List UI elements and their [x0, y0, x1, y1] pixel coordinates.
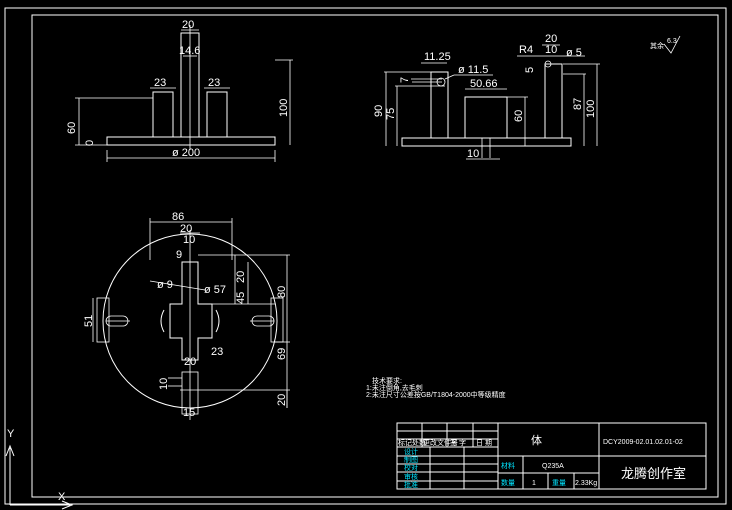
dim-20-bottom: 20 [184, 356, 196, 368]
dim-10-left: 10 [158, 378, 170, 390]
dim-10-bottom: 10 [467, 148, 479, 160]
dim-45: 45 [235, 292, 247, 304]
dim-dia11-5: ø 11.5 [458, 64, 488, 76]
dim-14-6: 14.6 [179, 45, 200, 57]
dim-69: 69 [276, 348, 288, 360]
company-name: 龙腾创作室 [621, 466, 686, 481]
dim-87: 87 [572, 98, 584, 110]
drawing-number: DCY2009-02.01.02.01-02 [603, 439, 683, 446]
dim-20-side: 20 [545, 33, 557, 45]
svg-text:审核: 审核 [404, 472, 418, 481]
dim-100-side: 100 [585, 100, 597, 118]
dim-20-lower: 20 [276, 394, 288, 406]
svg-text:日 期: 日 期 [476, 439, 492, 447]
dim-23: 23 [211, 346, 223, 358]
svg-text:批准: 批准 [404, 480, 418, 489]
surface-roughness-symbol: 其余 6.3 [650, 35, 681, 54]
svg-text:重量: 重量 [552, 479, 566, 487]
dim-7: 7 [399, 77, 411, 83]
dim-5: 5 [524, 67, 536, 73]
svg-text:2:未注尺寸公差按GB/T1804-2000中等级精度: 2:未注尺寸公差按GB/T1804-2000中等级精度 [366, 390, 506, 399]
dim-r4: R4 [519, 44, 533, 56]
dim-10-top: 10 [545, 44, 557, 56]
title-block: 标记处数 更改文件号 签 字 日 期 设计 制图 校对 审核 批准 体 DCY2… [396, 422, 707, 490]
dim-9: 9 [176, 249, 182, 261]
ucs-axis-icon: Y X [5, 428, 74, 510]
svg-text:标记处数: 标记处数 [398, 438, 426, 447]
svg-text:更改文件号: 更改文件号 [423, 438, 458, 447]
dim-80: 80 [276, 286, 288, 298]
svg-text:Y: Y [7, 428, 15, 440]
inner-frame [31, 14, 719, 498]
dim-dia9: ø 9 [157, 279, 173, 291]
svg-text:1:未注倒角,去毛刺: 1:未注倒角,去毛刺 [366, 383, 423, 392]
dim-23-left: 23 [154, 77, 166, 89]
dim-60-side: 60 [513, 110, 525, 122]
svg-text:校对: 校对 [404, 463, 418, 472]
dim-90: 90 [373, 105, 385, 117]
technical-notes: 技术要求: 1:未注倒角,去毛刺 2:未注尺寸公差按GB/T1804-2000中… [366, 376, 506, 399]
weight: 2.33Kg [575, 480, 597, 487]
svg-text:签 字: 签 字 [450, 438, 466, 447]
dim-20-top: 20 [180, 223, 192, 235]
dim-15: 15 [183, 407, 195, 419]
svg-text:X: X [58, 491, 66, 503]
svg-text:材料: 材料 [501, 461, 515, 470]
dim-50-66: 50.66 [470, 78, 498, 90]
dim-60: 60 [66, 122, 78, 134]
dim-100: 100 [278, 99, 290, 117]
side-view: 11.25 ø 11.5 50.66 20 R4 10 ø 5 5 7 90 7… [373, 33, 600, 160]
front-view: 20 14.6 23 23 60 0 100 ø 200 [66, 19, 293, 162]
quantity: 1 [532, 480, 536, 487]
part-name: 体 [531, 433, 542, 447]
dim-dia5: ø 5 [566, 47, 582, 59]
dim-20-right: 20 [235, 271, 247, 283]
svg-text:设计: 设计 [404, 447, 418, 456]
svg-text:其余: 其余 [650, 41, 664, 50]
svg-text:制图: 制图 [404, 455, 418, 464]
dim-0: 0 [84, 140, 96, 146]
dim-10-top: 10 [183, 234, 195, 246]
dim-dia200: ø 200 [172, 147, 200, 159]
dim-23-right: 23 [208, 77, 220, 89]
dim-20: 20 [182, 19, 194, 31]
dim-86: 86 [172, 211, 184, 223]
material: Q235A [542, 463, 564, 470]
dim-75: 75 [385, 108, 397, 120]
dim-51: 51 [83, 315, 95, 327]
top-view: 86 20 10 9 ø 9 ø 57 20 45 80 51 69 20 23… [83, 211, 290, 420]
dim-11-25: 11.25 [424, 51, 451, 63]
dim-dia57: ø 57 [204, 284, 226, 296]
svg-text:技术要求:: 技术要求: [372, 376, 402, 385]
svg-text:6.3: 6.3 [667, 38, 677, 45]
outer-frame [4, 7, 727, 505]
svg-text:数量: 数量 [501, 478, 515, 487]
